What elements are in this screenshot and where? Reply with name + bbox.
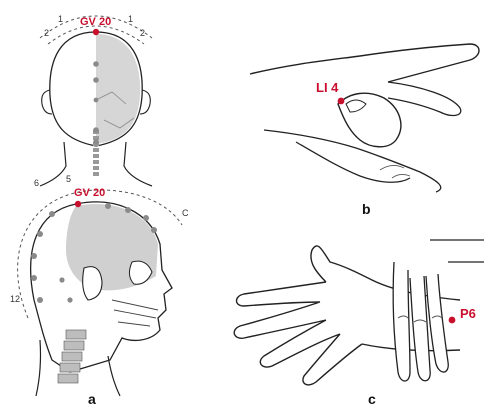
panel-label-a: a: [88, 391, 96, 407]
grey-point: [105, 203, 111, 209]
grey-point: [31, 275, 37, 281]
grey-point: [143, 215, 149, 221]
grey-point: [31, 253, 37, 259]
grey-point: [37, 231, 43, 237]
scale-mark: 12: [10, 294, 20, 304]
scale-mark: 2: [44, 28, 49, 38]
scale-mark: 6: [34, 178, 39, 188]
panel-a-back-view: 1 1 2 2 GV 20: [40, 14, 152, 186]
panel-a-side-view: 6 5 C 12: [10, 174, 189, 407]
grey-point: [93, 139, 99, 145]
panel-label-b: b: [362, 201, 371, 217]
panel-label-c: c: [368, 391, 376, 407]
hand-b-finger-lines: [388, 82, 461, 115]
grey-point: [67, 297, 72, 302]
grey-point: [93, 61, 99, 67]
gv20-label-side: GV 20: [74, 187, 105, 199]
li4-point: [338, 98, 345, 105]
grey-point: [151, 227, 157, 233]
scale-mark: 1: [128, 14, 133, 24]
scale-mark: C: [182, 208, 189, 218]
grey-point: [125, 207, 131, 213]
panel-b-hand: LI 4 b: [250, 44, 479, 217]
hand-c-pressing-fingers: [393, 262, 448, 381]
p6-label: P6: [460, 306, 476, 321]
hand-b-thumb: [338, 93, 401, 147]
scale-mark: 5: [66, 174, 71, 184]
hand-b-upper-outline: [250, 44, 479, 82]
grey-point: [93, 77, 99, 83]
hand-b-lower-outline: [264, 130, 441, 192]
scale-mark: 1: [58, 14, 63, 24]
hand-c-forearm: [430, 240, 484, 262]
gv20-label-back: GV 20: [80, 16, 111, 28]
li4-label: LI 4: [316, 80, 339, 95]
grey-point: [49, 211, 55, 217]
p6-point: [449, 317, 456, 324]
grey-point: [37, 297, 43, 303]
hand-b-knuckle-lines: [380, 165, 410, 178]
gv20-point-side: [75, 201, 81, 207]
panel-c-wrist: P6 c: [234, 240, 484, 407]
grey-point: [59, 277, 64, 282]
grey-point: [94, 98, 99, 103]
grey-point: [93, 127, 99, 133]
gv20-point-back: [93, 29, 99, 35]
scale-mark: 2: [140, 28, 145, 38]
